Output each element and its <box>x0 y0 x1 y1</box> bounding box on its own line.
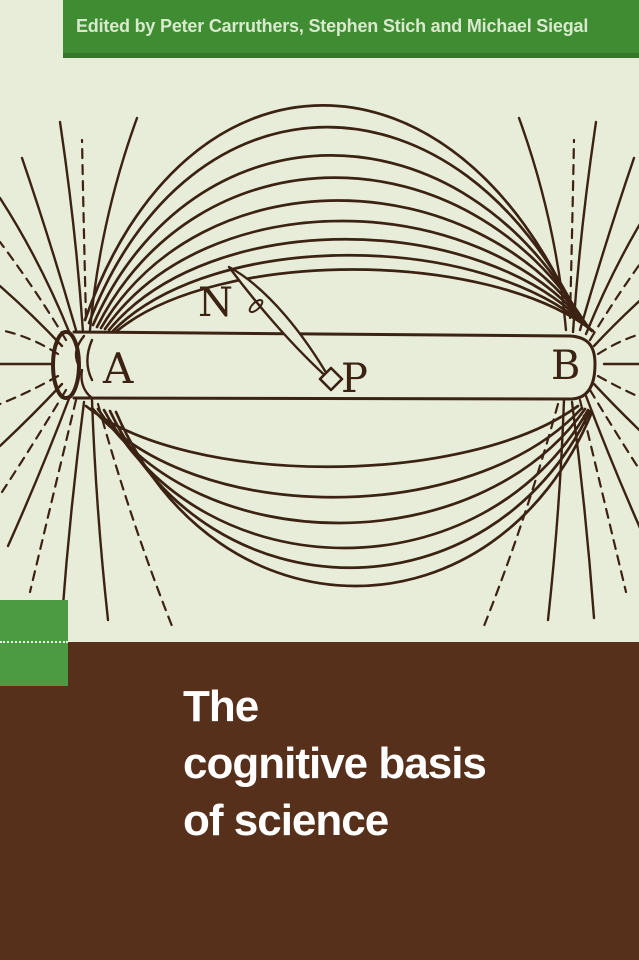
pole-a-label: A <box>102 344 134 393</box>
field-diagram-svg: A B N P <box>0 104 639 628</box>
needle-pivot-diamond <box>318 366 344 392</box>
magnet-bar <box>51 330 597 401</box>
title-line-1: The <box>183 682 259 731</box>
title-line-3: of science <box>183 796 389 845</box>
needle-label-n: N <box>198 280 233 326</box>
pole-b-rays <box>482 116 639 628</box>
dotted-fold-line <box>0 641 68 643</box>
compass-needle <box>227 265 344 392</box>
pole-b-label: B <box>551 343 580 389</box>
pole-a-rays <box>0 116 174 628</box>
cover-art: A B N P <box>0 58 639 642</box>
field-lines-top <box>83 104 595 333</box>
field-lines-bottom <box>84 404 594 588</box>
book-title: The cognitive basis of science <box>183 678 487 849</box>
editors-text: Edited by Peter Carruthers, Stephen Stic… <box>76 16 589 36</box>
pivot-label-p: P <box>341 356 368 402</box>
spine-accent-square <box>0 600 68 686</box>
title-panel <box>0 642 639 960</box>
title-line-2: cognitive basis <box>183 739 487 788</box>
editors-banner: Edited by Peter Carruthers, Stephen Stic… <box>63 0 639 58</box>
